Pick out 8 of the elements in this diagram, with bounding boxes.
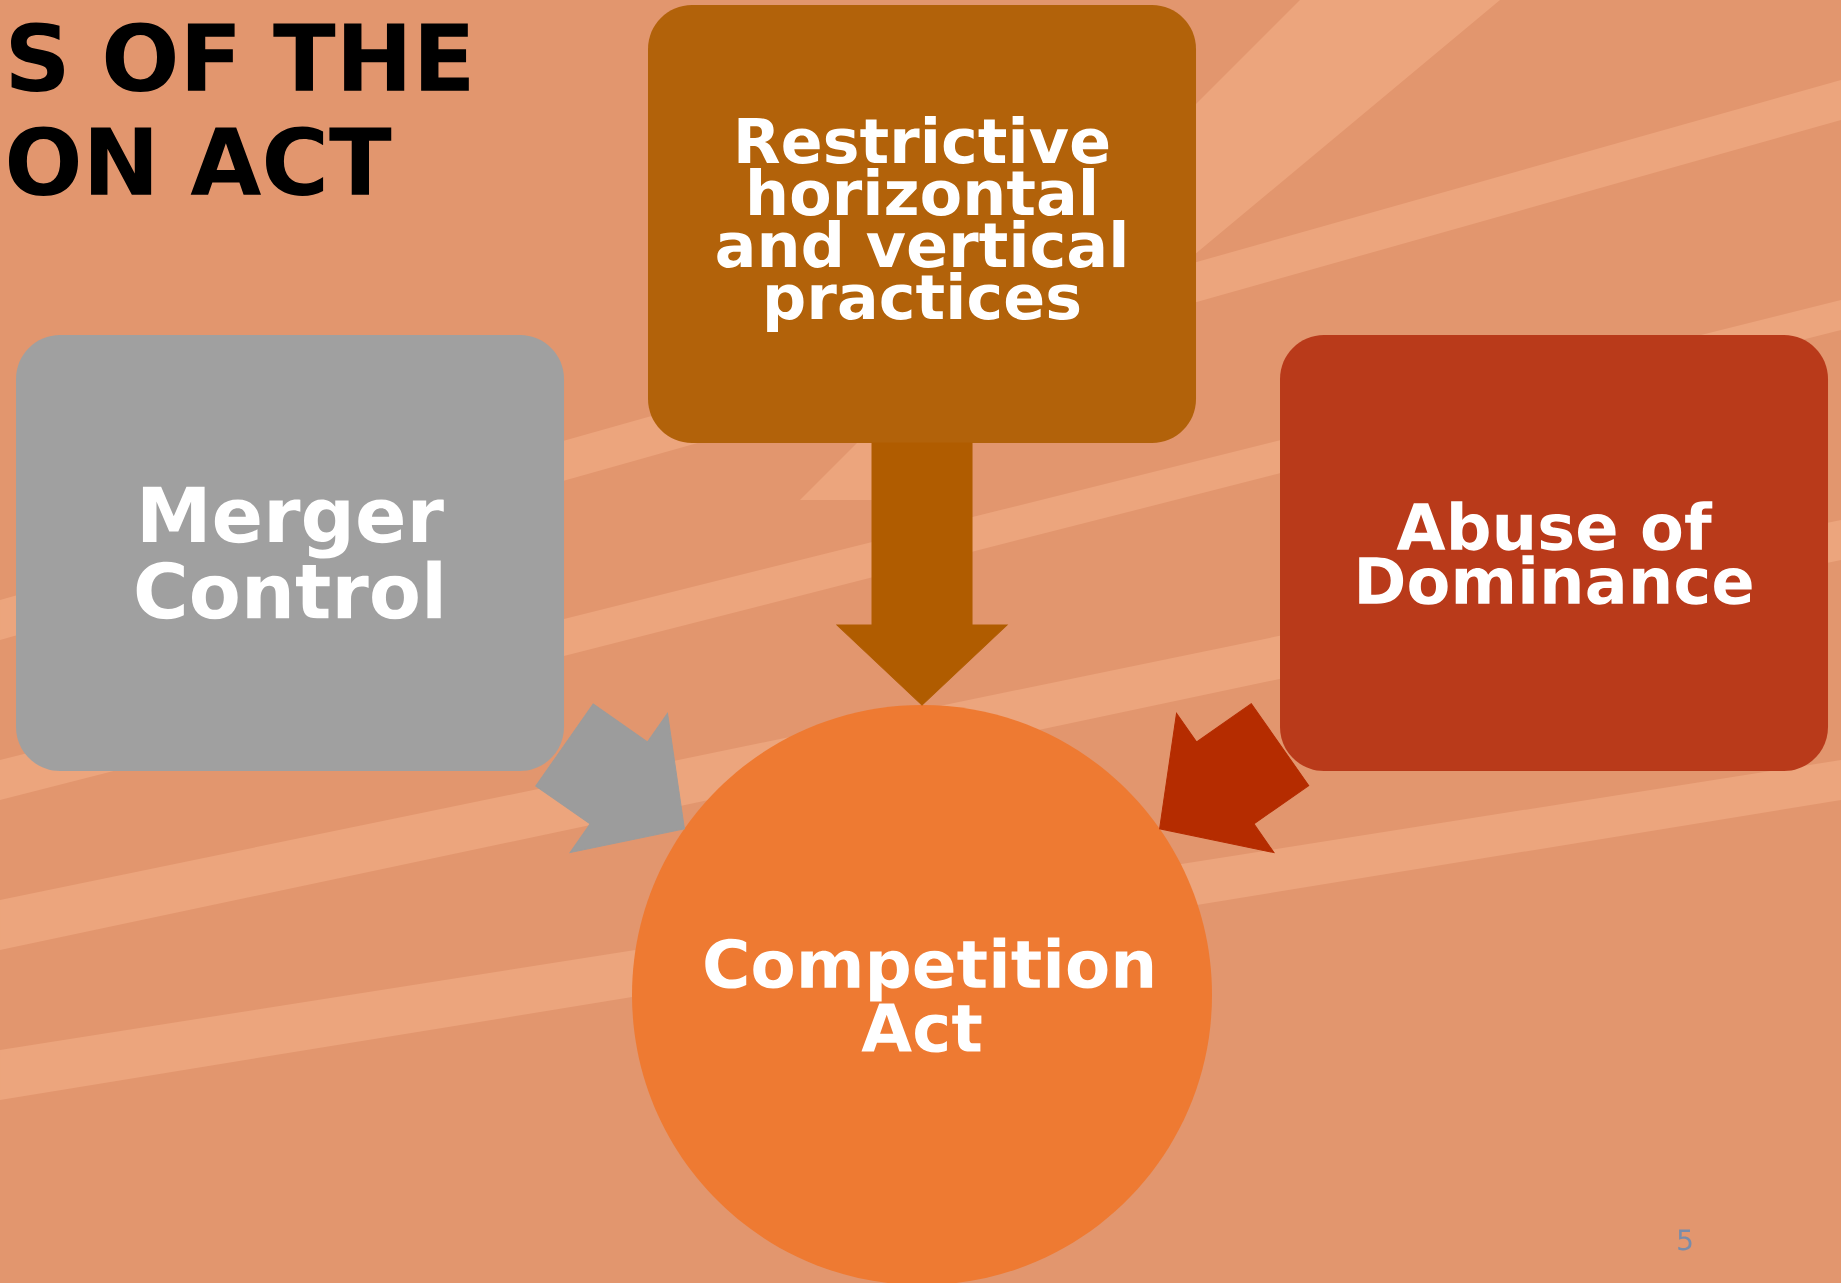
rounded-box: Abuse of Dominance [1280,335,1828,771]
rounded-box: Restrictive horizontal and vertical practices [648,5,1196,443]
block-arrow [1159,703,1310,854]
block-arrow [535,703,685,854]
page-number: 5 [1678,1229,1692,1251]
title: S OF THE ON ACT [9,22,469,196]
block-arrow [836,442,1008,706]
rounded-box: Merger Control [16,335,564,771]
